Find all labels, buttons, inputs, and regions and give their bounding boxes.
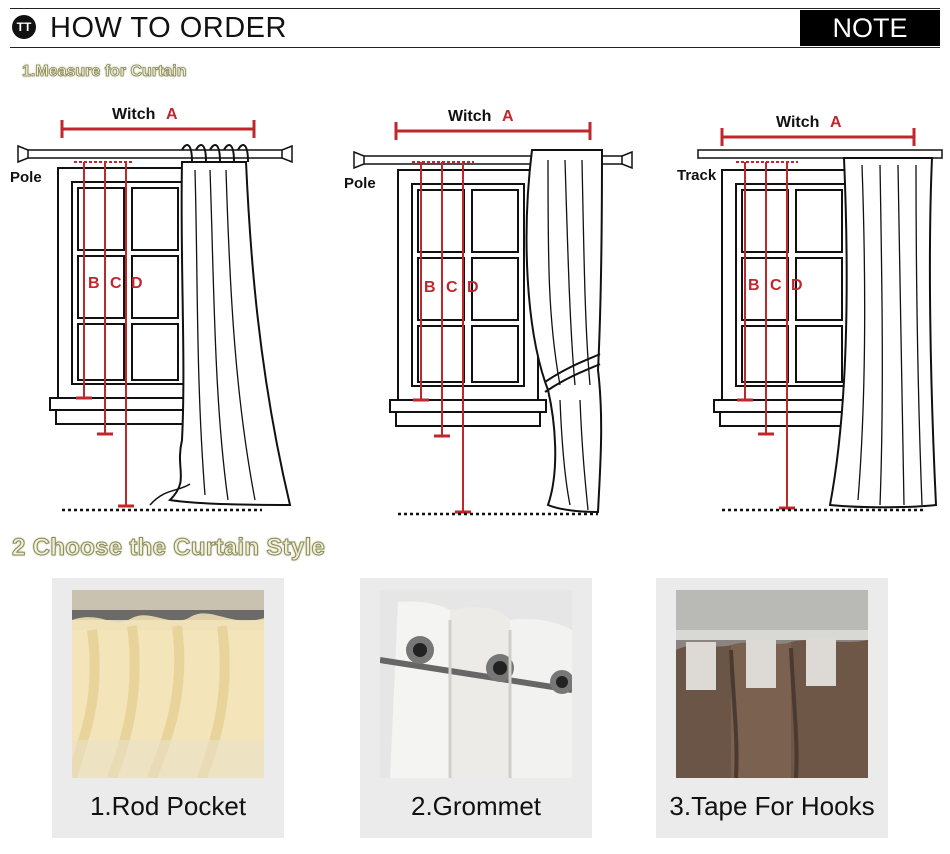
mount-label: Pole (344, 175, 376, 192)
style-card-grommet[interactable]: 2.Grommet (360, 578, 592, 838)
note-badge: NOTE (800, 10, 940, 46)
drop-label-b: B (748, 277, 760, 294)
diagram-pole-2 (353, 122, 633, 516)
drop-label-d: D (131, 275, 143, 292)
width-letter: A (502, 108, 514, 125)
width-label: Witch (448, 108, 491, 125)
grommet-photo (380, 590, 572, 778)
width-letter: A (166, 106, 178, 123)
drop-label-c: C (110, 275, 122, 292)
drop-label-c: C (770, 277, 782, 294)
diagram-track-3 (697, 128, 943, 512)
drop-label-b: B (88, 275, 100, 292)
width-label: Witch (776, 114, 819, 131)
style-label: 1.Rod Pocket (89, 791, 247, 821)
mount-label: Pole (10, 169, 42, 186)
width-label: Witch (112, 106, 155, 123)
section-title-style: 2 Choose the Curtain Style (11, 534, 326, 562)
page-title: HOW TO ORDER (50, 12, 287, 44)
mount-label: Track (677, 167, 717, 184)
section-title-measure: 1.Measure for Curtain (22, 63, 187, 81)
width-letter: A (830, 114, 842, 131)
drop-label-b: B (424, 279, 436, 296)
rod-pocket-photo (72, 590, 264, 778)
style-label: 3.Tape For Hooks (669, 791, 875, 821)
drop-label-d: D (467, 279, 479, 296)
diagram-pole-1 (17, 120, 293, 512)
drop-label-c: C (446, 279, 458, 296)
style-card-tape-hooks[interactable]: 3.Tape For Hooks (656, 578, 888, 838)
tape-hooks-photo (676, 590, 868, 778)
drop-label-d: D (791, 277, 803, 294)
brand-logo-icon: TT (12, 15, 36, 39)
style-card-rod-pocket[interactable]: 1.Rod Pocket (52, 578, 284, 838)
header-bar: TT HOW TO ORDER NOTE (10, 8, 940, 48)
style-label: 2.Grommet (410, 791, 542, 821)
measure-diagrams: Pole Witch A B C D Pole Witch A B C D Tr… (10, 106, 943, 516)
